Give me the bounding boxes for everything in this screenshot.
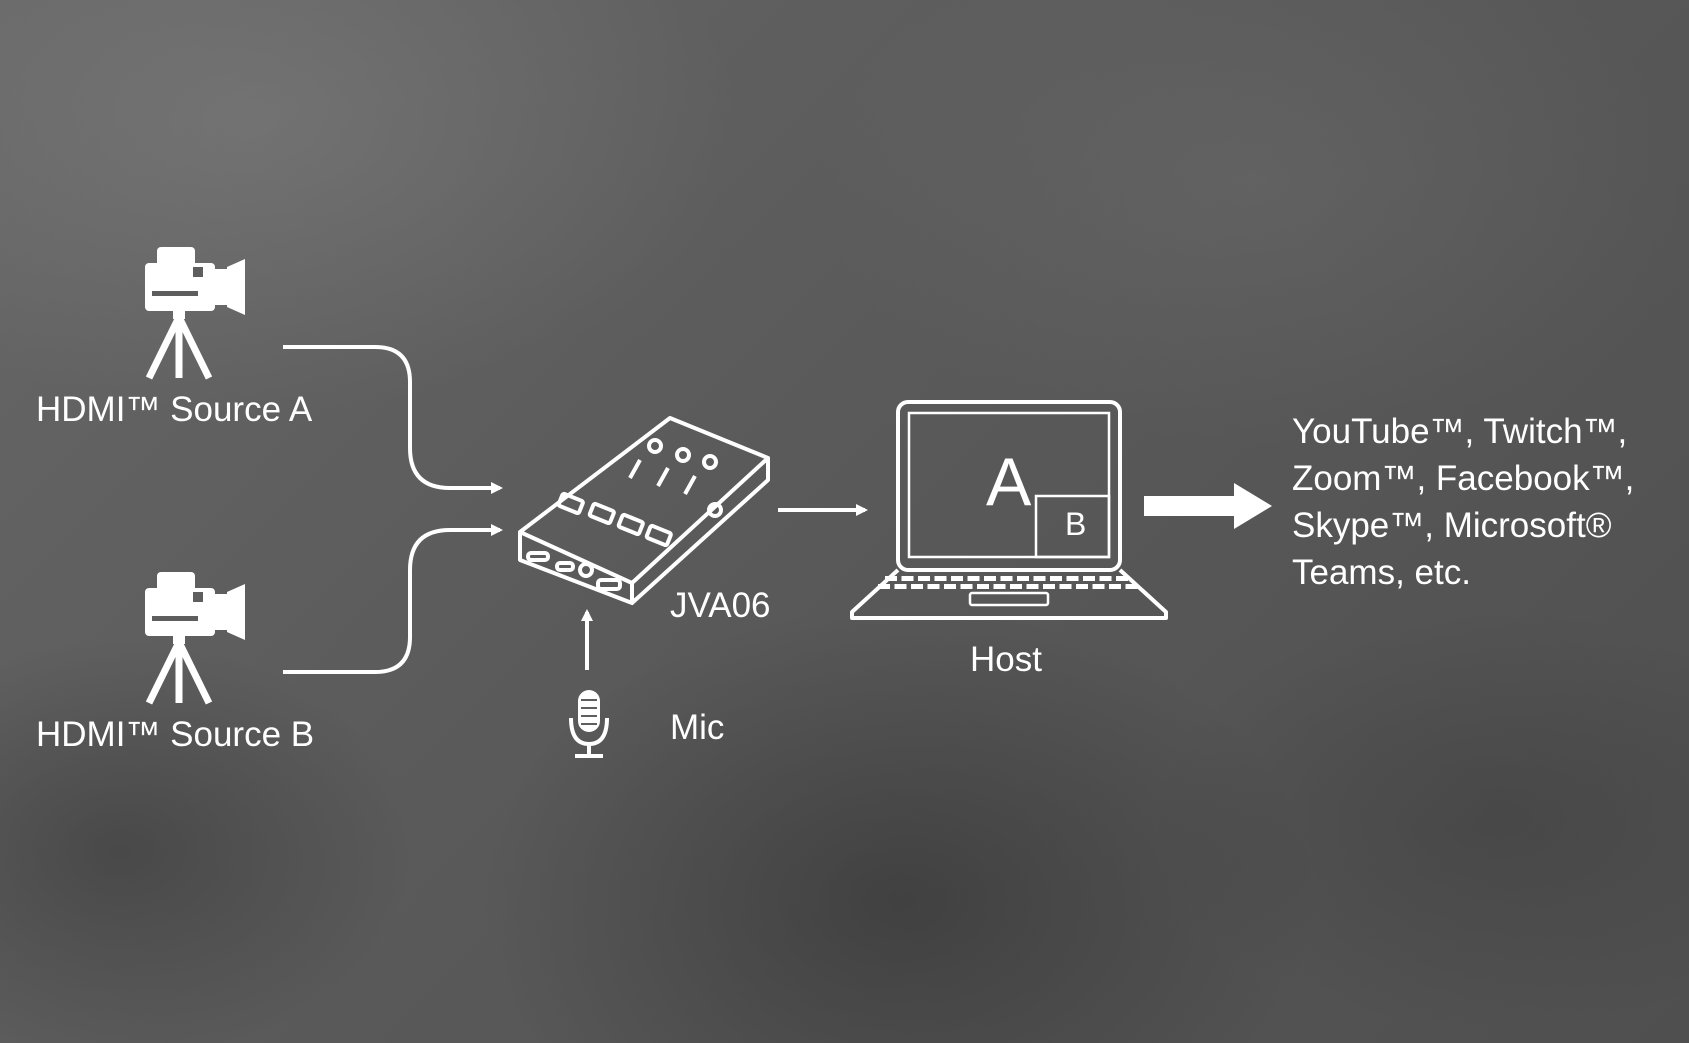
screen-main-label: A — [986, 444, 1032, 520]
destination-line: YouTube™, Twitch™, — [1292, 412, 1628, 451]
destination-line: Zoom™, Facebook™, — [1292, 459, 1635, 498]
video-camera-icon — [145, 247, 245, 380]
mic-label: Mic — [670, 708, 725, 747]
keyboard-key — [1066, 576, 1079, 581]
keyboard-key — [951, 576, 963, 581]
keyboard-key — [1000, 576, 1013, 581]
keyboard-key — [1125, 584, 1138, 589]
keyboard-key — [911, 584, 923, 589]
arrow-host-to-destinations — [1144, 483, 1272, 529]
keyboard-key — [1017, 576, 1029, 581]
source-b-label: HDMI™ Source B — [36, 715, 315, 754]
arrow-source-a-to-device — [283, 345, 503, 494]
keyboard-key — [885, 576, 897, 581]
keyboard-key — [984, 576, 996, 581]
capture-device-icon — [518, 416, 770, 605]
keyboard-key — [1116, 576, 1128, 581]
screen-pip-label: B — [1065, 506, 1087, 542]
arrow-source-b-to-device — [283, 524, 503, 674]
keyboard-key — [1043, 584, 1055, 589]
keyboard-key — [1026, 584, 1039, 589]
destination-line: Teams, etc. — [1292, 553, 1471, 592]
keyboard-key — [918, 576, 930, 581]
keyboard-key — [927, 584, 940, 589]
keyboard-key — [1083, 576, 1095, 581]
keyboard-key — [1092, 584, 1105, 589]
keyboard-key — [1109, 584, 1121, 589]
host-label: Host — [970, 640, 1042, 679]
keyboard-key — [960, 584, 973, 589]
keyboard-key — [967, 576, 980, 581]
keyboard-key — [1033, 576, 1046, 581]
keyboard-key — [894, 584, 907, 589]
keyboard-key — [944, 584, 956, 589]
keyboard-key — [1076, 584, 1088, 589]
microphone-icon — [569, 690, 609, 758]
keyboard-key — [1099, 576, 1112, 581]
source-a-label: HDMI™ Source A — [36, 390, 313, 429]
keyboard-key — [993, 584, 1006, 589]
keyboard-key — [901, 576, 914, 581]
destination-line: Skype™, Microsoft® — [1292, 506, 1612, 545]
keyboard-key — [1010, 584, 1022, 589]
keyboard-key — [1050, 576, 1062, 581]
laptop-icon — [850, 400, 1168, 620]
video-camera-icon — [145, 572, 245, 705]
keyboard-key — [934, 576, 947, 581]
device-label: JVA06 — [670, 586, 771, 625]
keyboard-key — [878, 584, 890, 589]
keyboard-key — [1059, 584, 1072, 589]
keyboard-key — [977, 584, 989, 589]
destinations-list: YouTube™, Twitch™, Zoom™, Facebook™, Sky… — [1292, 408, 1634, 596]
